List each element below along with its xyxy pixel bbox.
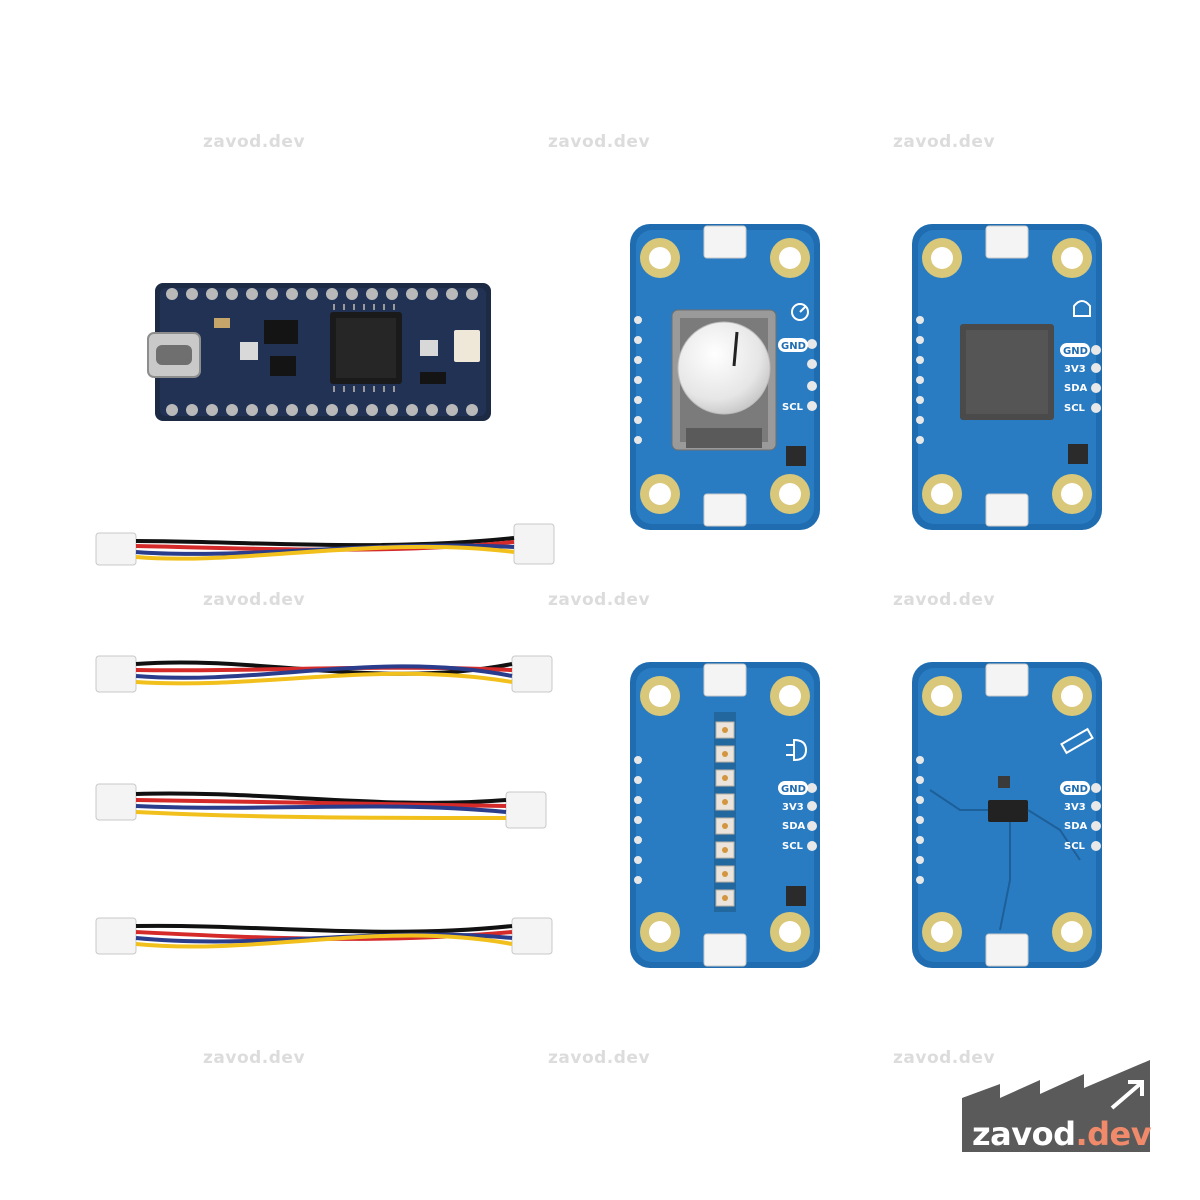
ruler-icon [1060, 727, 1094, 755]
pin-label: GND [781, 784, 806, 795]
watermark: zavod.dev [203, 590, 306, 610]
pin-label: SCL [782, 841, 804, 852]
cable-2 [95, 655, 553, 693]
buzzer-icon [1073, 300, 1091, 317]
pin-label: GND [781, 341, 806, 352]
zavod-logo-shape [962, 1060, 1150, 1152]
module-distance: GND 3V3 SDA SCL [912, 662, 1102, 968]
pin-label: SCL [782, 402, 804, 413]
pin-label: SCL [1064, 841, 1086, 852]
rotary-icon [791, 303, 809, 321]
pin-label: 3V3 [1064, 364, 1086, 375]
pin-label: SCL [1064, 403, 1086, 414]
cable-4 [95, 917, 553, 955]
led-strip [714, 712, 736, 912]
watermark: zavod.dev [203, 1048, 306, 1068]
pin-label: GND [1063, 346, 1088, 357]
logo-brand: zavod [972, 1115, 1076, 1153]
module-rotary-encoder: GND SCL [630, 224, 820, 530]
watermark: zavod.dev [548, 1048, 651, 1068]
nano-board [147, 283, 491, 421]
module-pixels: GND 3V3 SDA SCL [630, 662, 820, 968]
tof-sensor-chip [988, 800, 1028, 822]
nano-pin-row-top [166, 288, 478, 300]
watermark: zavod.dev [548, 590, 651, 610]
module-buzzer: GND 3V3 SDA SCL [912, 224, 1102, 530]
cable-1 [95, 523, 555, 566]
encoder-knob [677, 321, 771, 415]
pin-label: SDA [1064, 383, 1088, 394]
led-icon [786, 738, 808, 762]
pin-label: SDA [782, 821, 806, 832]
zavod-logo: zavod.dev [972, 1115, 1152, 1153]
watermark: zavod.dev [893, 590, 996, 610]
pin-label: 3V3 [782, 802, 804, 813]
pin-label: SDA [1064, 821, 1088, 832]
logo-tld: .dev [1075, 1115, 1152, 1153]
watermark: zavod.dev [893, 1048, 996, 1068]
pin-label: GND [1063, 784, 1088, 795]
watermark: zavod.dev [893, 132, 996, 152]
watermark: zavod.dev [203, 132, 306, 152]
cable-3 [95, 783, 547, 829]
pin-label: 3V3 [1064, 802, 1086, 813]
watermark: zavod.dev [548, 132, 651, 152]
nano-pin-row-bottom [166, 404, 478, 416]
